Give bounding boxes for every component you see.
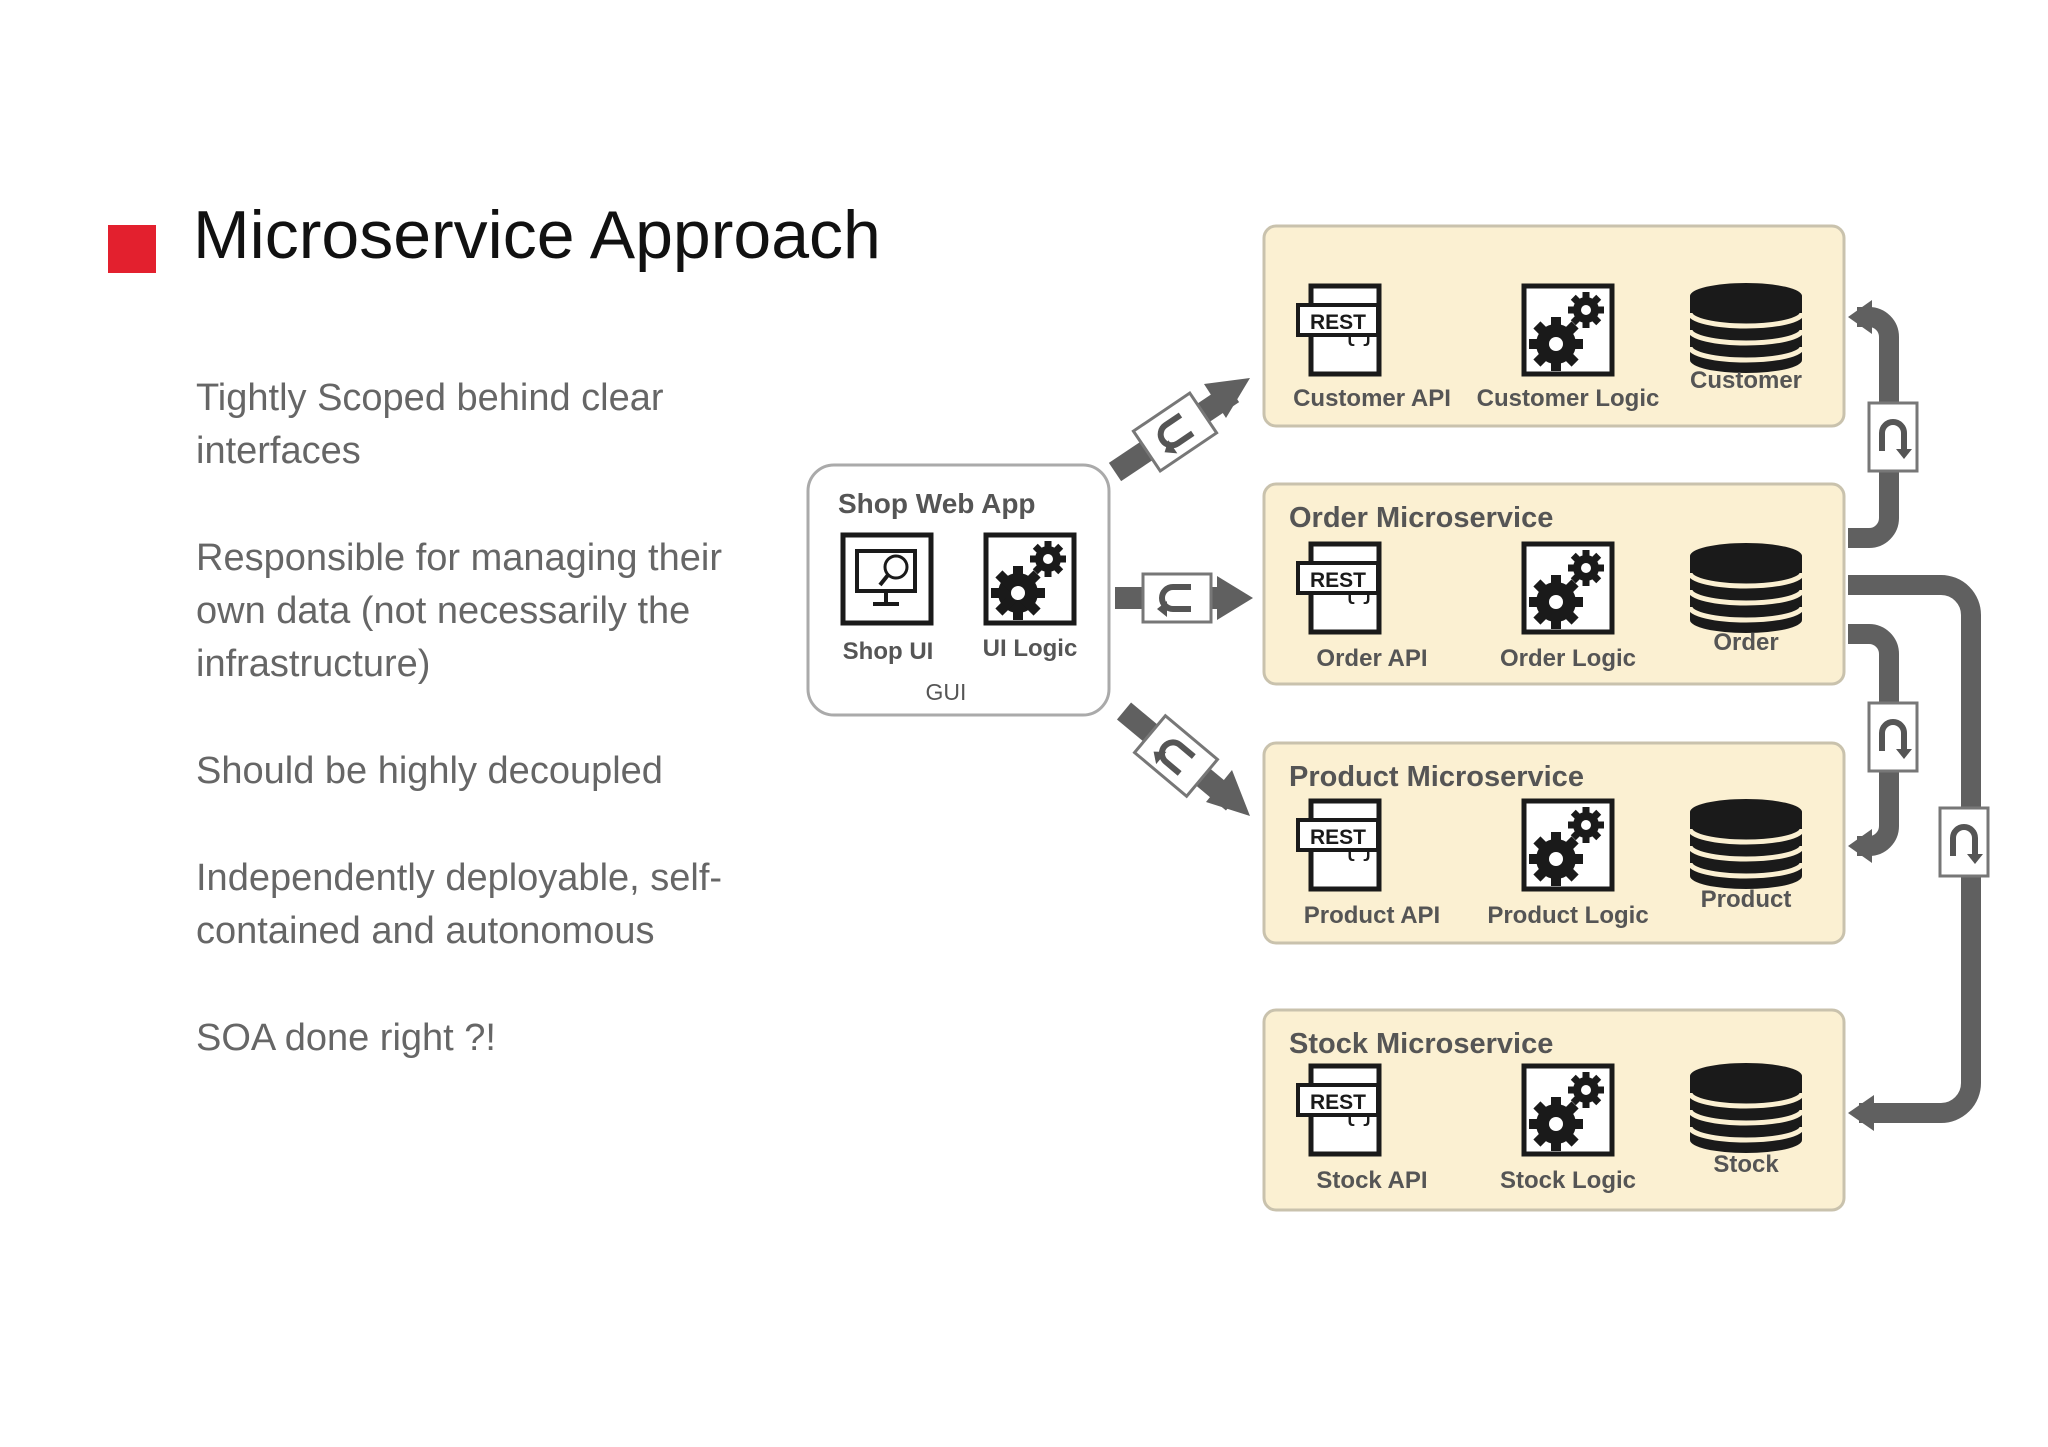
database-icon [1690,799,1802,889]
bullet-item: Tightly Scoped behind clear interfaces [196,377,664,472]
logic-label: Stock Logic [1500,1167,1636,1194]
shop-web-app-box: Shop Web App Shop UI UI Logic GUI [806,463,1111,717]
title-accent-square [108,225,156,273]
stock-microservice: Stock Microservice REST Stock API Stock … [1262,1008,1846,1212]
logic-label: Customer Logic [1477,385,1660,412]
db-label: Product [1701,886,1792,913]
rest-badge: REST [1310,569,1366,592]
shop-web-app-frame [806,463,1111,717]
db-label: Stock [1713,1151,1779,1178]
api-label: Customer API [1293,385,1451,412]
rest-api-icon: REST [1296,544,1379,632]
product-microservice: Product Microservice REST Product API Pr… [1262,741,1846,945]
logic-label: Product Logic [1487,902,1648,929]
rest-api-icon: REST [1296,286,1379,374]
api-label: Stock API [1316,1167,1427,1194]
bullet-list: Tightly Scoped behind clear interfaces R… [196,372,776,1119]
bullet-item: SOA done right ?! [196,1017,496,1059]
arrow-order-to-customer [1848,300,1917,548]
logic-gear-icon [1524,544,1612,632]
bullet-item: Should be highly decoupled [196,750,663,792]
bullet-item: Independently deployable, self-contained… [196,857,723,952]
order-microservice: Order Microservice REST Order API Order … [1262,482,1846,686]
service-title: Product Microservice [1289,761,1584,793]
logic-gear-icon [1524,1066,1612,1154]
monitor-icon [840,532,934,626]
arrow-to-customer [1108,378,1250,482]
page-title: Microservice Approach [193,197,881,273]
ui-logic-label: UI Logic [983,635,1078,662]
arrow-order-to-product [1848,624,1917,863]
api-label: Order API [1316,645,1427,672]
logic-label: Order Logic [1500,645,1636,672]
arrow-to-order [1115,574,1253,622]
gui-label: GUI [926,679,967,705]
logic-gear-icon [1524,801,1612,889]
rest-api-icon: REST [1296,1066,1379,1154]
database-icon [1690,1063,1802,1153]
db-label: Customer [1690,367,1802,394]
bullet-item: Responsible for managing their own data … [196,537,722,685]
shop-ui-label: Shop UI [843,638,934,665]
arrow-to-product [1116,702,1250,816]
rest-badge: REST [1310,826,1366,849]
rest-badge: REST [1310,311,1366,334]
rest-badge: REST [1310,1091,1366,1114]
service-title: Stock Microservice [1289,1028,1553,1060]
arrow-order-to-stock [1848,575,1988,1131]
database-icon [1690,283,1802,373]
logic-gear-icon [1524,286,1612,374]
service-title: Order Microservice [1289,502,1553,534]
customer-microservice: REST Customer API Customer Logic Custome… [1262,224,1846,428]
rest-api-icon: REST [1296,801,1379,889]
api-label: Product API [1304,902,1440,929]
database-icon [1690,543,1802,633]
ui-logic-gear-icon [986,535,1074,623]
shop-web-app-title: Shop Web App [838,488,1036,519]
db-label: Order [1713,629,1778,656]
